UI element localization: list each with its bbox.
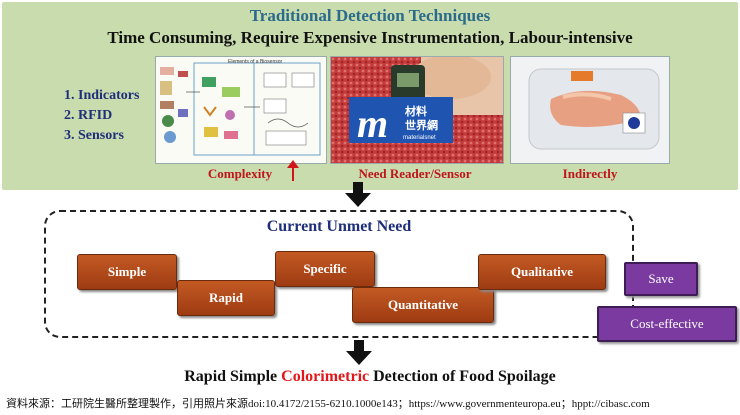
red-up-arrow-icon xyxy=(286,160,300,182)
benefit-cost-effective: Cost-effective xyxy=(597,306,737,342)
result-before: Rapid Simple xyxy=(184,368,282,385)
biosensor-diagram-image: Elements of a Biosensor xyxy=(155,56,327,164)
rfid-reader-photo: m 材料 世界網 materialsnet xyxy=(330,56,504,164)
need-qualitative: Qualitative xyxy=(478,254,606,290)
bullet-sensors: 3. Sensors xyxy=(64,128,124,143)
unmet-need-title: Current Unmet Need xyxy=(266,218,412,235)
need-specific: Specific xyxy=(275,251,375,287)
caption-complexity: Complexity xyxy=(207,166,273,181)
need-quantitative: Quantitative xyxy=(352,287,494,323)
need-simple: Simple xyxy=(77,254,177,290)
bullet-rfid: 2. RFID xyxy=(64,108,113,123)
panel-subtitle: Time Consuming, Require Expensive Instru… xyxy=(107,28,633,47)
packaged-meat-photo xyxy=(510,56,670,164)
need-rapid: Rapid xyxy=(177,280,275,316)
result-after: Detection of Food Spoilage xyxy=(369,368,556,385)
watermark-sub: materialsnet xyxy=(403,135,436,141)
down-arrow-icon xyxy=(344,182,372,208)
panel-title: Traditional Detection Techniques xyxy=(249,6,491,25)
caption-indirectly: Indirectly xyxy=(562,166,618,181)
bullet-indicators: 1. Indicators xyxy=(64,88,140,103)
watermark-chars2: 世界網 xyxy=(405,118,438,132)
source-citation: 資料來源：工研院生醫所整理製作，引用照片來源doi:10.4172/2155-6… xyxy=(6,398,650,410)
down-arrow-icon xyxy=(345,340,373,366)
result-highlight: Colorimetric xyxy=(281,368,370,385)
caption-need-reader: Need Reader/Sensor xyxy=(358,166,472,181)
svg-text:m: m xyxy=(357,101,388,146)
watermark-chars: 材料 xyxy=(405,104,427,118)
biosensor-label: Elements of a Biosensor xyxy=(228,59,283,65)
benefit-save: Save xyxy=(624,262,698,296)
result-statement: Rapid Simple Colorimetric Detection of F… xyxy=(0,368,740,386)
